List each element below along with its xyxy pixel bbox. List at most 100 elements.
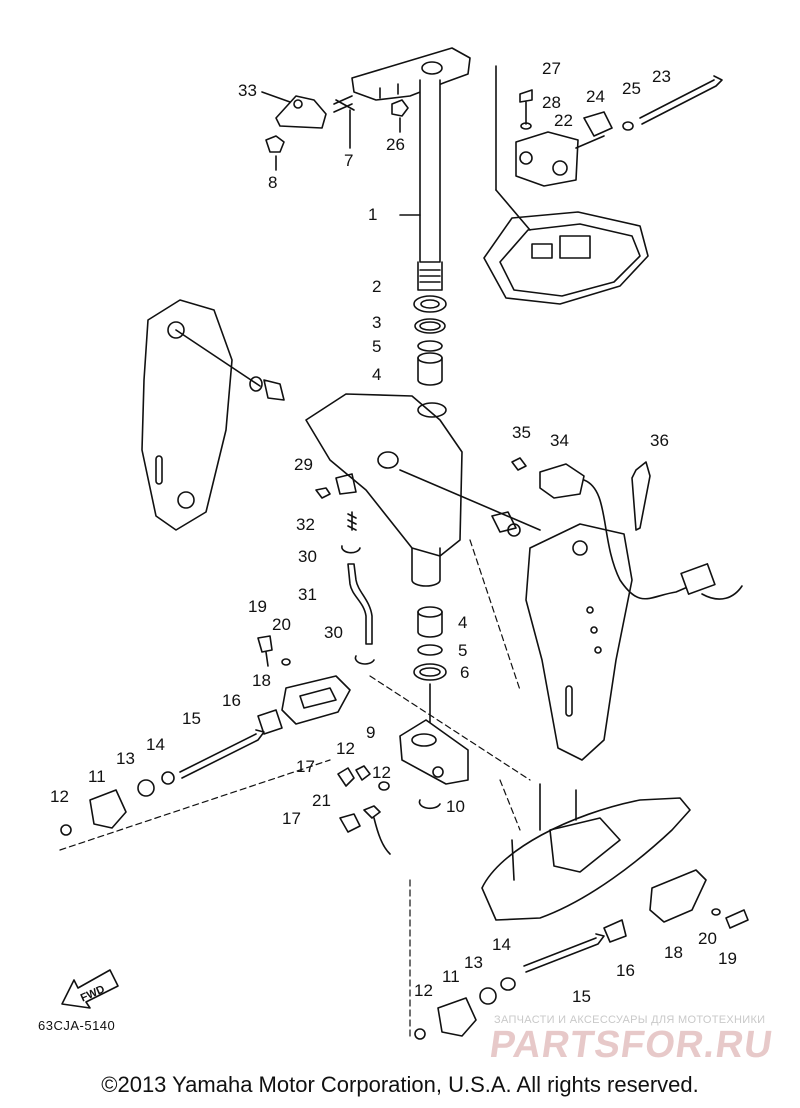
hose-31 [347,563,373,645]
bottom-cowling [483,65,649,305]
bolt-15-left [179,729,265,779]
callout-10: 10 [446,797,465,816]
mount-cover-18-right [649,869,707,923]
bushing-left-a [249,376,263,392]
callout-21: 21 [312,791,331,810]
bushing-4-bottom [417,611,443,638]
callout-3: 3 [372,313,381,332]
callout-2: 2 [372,277,381,296]
callout-8: 8 [268,173,277,192]
rubber-mount-11-left [89,789,127,829]
ground-wire-21 [363,805,391,855]
bolt-23 [639,75,723,125]
callout-18b: 18 [664,943,683,962]
washer-25 [622,121,634,131]
screw-19-right [725,909,749,929]
washer-20-left [281,658,291,666]
clip-30-a [341,545,361,554]
cap-17-lower [339,813,361,833]
callout-36: 36 [650,431,669,450]
clip-10 [418,799,441,810]
oring-5-bottom [417,644,443,656]
callout-14: 14 [146,735,165,754]
clamp-bracket-right [525,523,633,761]
grease-fitting-29 [315,473,357,499]
callout-30: 30 [298,547,317,566]
callout-32: 32 [296,515,315,534]
callout-12d: 12 [414,981,433,1000]
callout-26: 26 [386,135,405,154]
callout-12b: 12 [50,787,69,806]
callout-15: 15 [182,709,201,728]
callout-25: 25 [622,79,641,98]
nut-8 [265,135,285,153]
nut-26 [391,99,409,117]
callout-13: 13 [116,749,135,768]
spacer-16-right [603,919,627,943]
clamp-bracket-left [141,299,261,531]
nut-12-left [60,824,72,836]
callout-23: 23 [652,67,671,86]
callout-13b: 13 [464,953,483,972]
bushing-4-top [417,357,443,386]
callout-5: 5 [372,337,381,356]
seal-6 [413,663,447,681]
nut-12-right [414,1028,426,1040]
callout-1: 1 [368,205,377,224]
bracket-33 [261,91,327,129]
callout-34: 34 [550,431,569,450]
callout-19: 19 [248,597,267,616]
block-22 [515,131,579,187]
steering-arm [351,47,471,101]
bolt-32 [347,511,357,531]
callout-4b: 4 [458,613,467,632]
callout-27: 27 [542,59,561,78]
bushing-right [491,511,517,533]
callout-17: 17 [296,757,315,776]
callout-30b: 30 [324,623,343,642]
swivel-bracket [305,393,541,587]
oring-5-top [417,340,443,352]
callout-20: 20 [272,615,291,634]
bolt-15-right [523,933,605,973]
harness [583,479,705,600]
washer-28 [520,122,532,130]
callout-31: 31 [298,585,317,604]
callout-33: 33 [238,81,257,100]
screw-27 [519,89,533,125]
lower-mount-bracket-9 [399,719,469,785]
spacer-16-left [257,709,283,735]
steering-shaft [399,79,443,291]
callout-19b: 19 [718,949,737,968]
callout-4: 4 [372,365,381,384]
callout-6: 6 [460,663,469,682]
screw-35 [511,457,527,471]
clip-24 [583,111,613,137]
copyright-footer: ©2013 Yamaha Motor Corporation, U.S.A. A… [101,1072,699,1097]
rubber-mount-11-right [437,997,477,1037]
washer-14-right [500,977,516,991]
washer-13-right [479,987,497,1005]
callout-17b: 17 [282,809,301,828]
washer-2 [413,295,447,313]
callout-18: 18 [252,671,271,690]
callout-5b: 5 [458,641,467,660]
callout-28: 28 [542,93,561,112]
washer-20-right [711,908,721,916]
mount-cover-18-left [281,675,351,725]
cap-17-upper [337,767,355,787]
fwd-arrow-icon [61,969,119,1009]
callout-11: 11 [88,767,106,786]
bolt-7 [333,95,355,113]
drawing-code: 63CJA-5140 [38,1018,116,1033]
callout-12: 12 [336,739,355,758]
nut-12-lower [378,781,390,791]
watermark-tagline: ЗАПЧАСТИ И АКСЕССУАРЫ ДЛЯ МОТОТЕХНИКИ [494,1014,766,1026]
callout-11b: 11 [442,967,460,986]
cable-tie-36 [631,461,651,531]
callout-29: 29 [294,455,313,474]
clip-30-b [354,655,375,665]
callout-9: 9 [366,723,375,742]
callout-16b: 16 [616,961,635,980]
callout-35: 35 [512,423,531,442]
